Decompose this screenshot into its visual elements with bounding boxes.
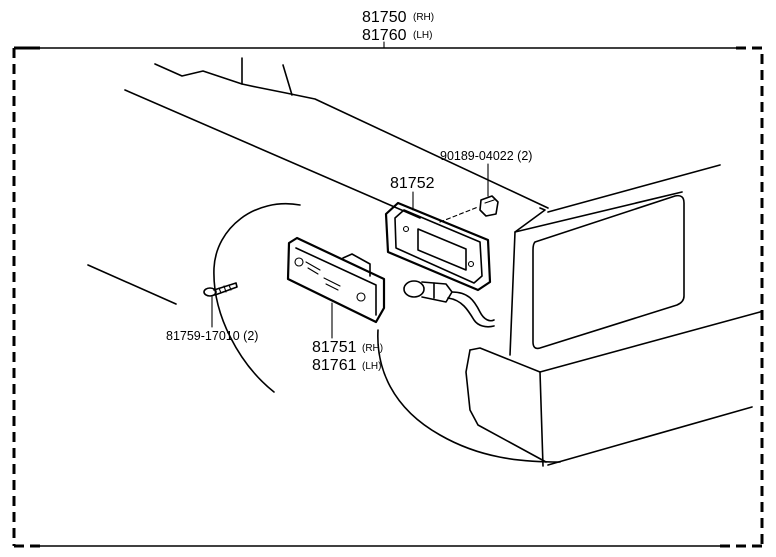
bumper-top-edge [469,311,761,373]
car-body [87,57,761,467]
lens-tag-rh: (RH) [362,343,383,354]
lens-tab [342,253,371,277]
bumper-left-edge [465,349,547,463]
marker-lens-part: 81751 (RH) 81761 (LH) [286,236,386,374]
lens-tag-lh: (LH) [362,361,381,372]
clip-nut [479,195,499,217]
gasket-outer [384,201,492,292]
fender-lower-curve [377,329,561,463]
dashed-frame [12,46,764,548]
gasket-label: 81752 [390,175,435,192]
lens-outer [286,236,386,324]
gasket-part: 81752 [384,175,492,292]
assembly-number-lh: 81760 [362,27,407,44]
lens-inner-edge [295,247,377,316]
front-corner-edge [509,207,546,356]
lens-texture [305,261,341,291]
bulb-socket [403,280,495,328]
lens-screw-hole-left [294,257,304,267]
bumper-bottom-edge [547,406,753,466]
bulb-globe [403,280,425,298]
character-line [124,89,421,219]
lens-screw-hole-right [356,292,366,302]
lens-number-rh: 81751 [312,339,357,356]
assembly-label: 81750 (RH) 81760 (LH) [362,9,434,49]
assembly-number-rh: 81750 [362,9,407,26]
grille-top-edge [514,191,683,233]
socket-wire [451,291,495,322]
screw-thread [218,284,232,294]
gasket-opening [417,228,467,271]
headlamp-outline [532,194,685,350]
lower-body-line [87,264,177,305]
hood-front-edge [547,164,721,213]
bulb-base [421,281,453,303]
gasket-inner [394,209,483,284]
bulb-clip-part: 90189-04022 (2) [440,149,532,217]
gasket-hole-right [467,260,475,268]
lens-number-lh: 81761 [312,357,357,374]
wheel-arch [213,202,301,393]
gasket-hole-left [402,225,410,233]
body-top-line [154,63,549,209]
assembly-tag-rh: (RH) [413,12,434,23]
screw-label: 81759-17010 (2) [166,329,258,343]
bumper-corner-edge [539,371,544,467]
assembly-tag-lh: (LH) [413,30,432,41]
bulb-label: 90189-04022 (2) [440,149,532,163]
screw-part: 81759-17010 (2) [166,282,258,343]
pillar-right [282,64,293,96]
screw-head [203,287,217,297]
